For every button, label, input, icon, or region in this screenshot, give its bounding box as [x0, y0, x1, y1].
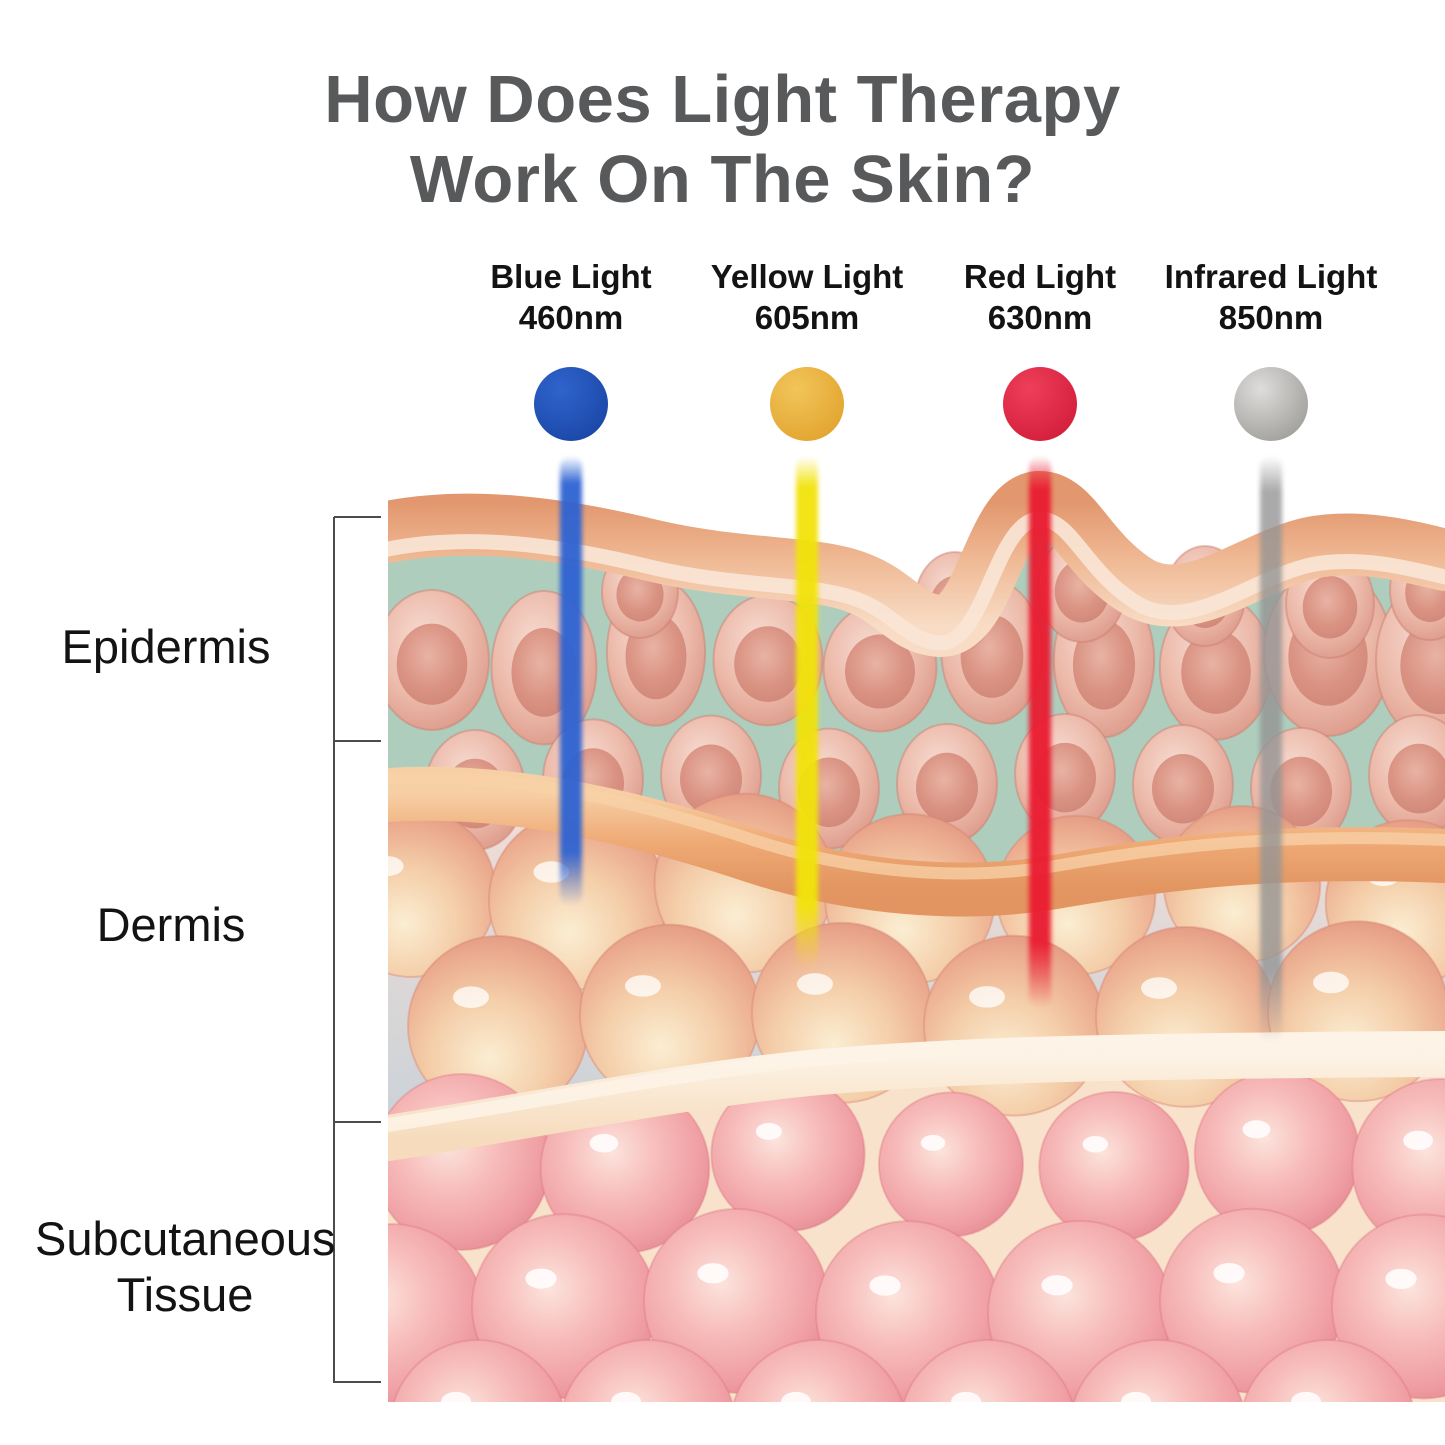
light-name: Infrared Light: [1164, 258, 1378, 295]
label-epidermis: Epidermis: [61, 620, 271, 673]
bracket-tick-top: [334, 516, 381, 518]
bracket-tick-dermis-subcutaneous: [334, 1121, 381, 1123]
light-label-yellow: Yellow Light 605nm: [711, 256, 904, 338]
fascia-band: [388, 1031, 1445, 1161]
label-subcutaneous-tissue: Subcutaneous Tissue: [35, 1212, 336, 1321]
yellow-light-beam: [796, 456, 818, 968]
infrared-light-dot: [1234, 367, 1308, 441]
basement-membrane-band: [388, 766, 1445, 917]
light-name: Red Light: [963, 258, 1117, 295]
light-wavelength: 460nm: [518, 299, 624, 336]
light-wavelength: 605nm: [754, 299, 860, 336]
title-line-1: How Does Light Therapy: [324, 62, 1121, 137]
light-name: Yellow Light: [710, 258, 904, 295]
blue-light-beam: [560, 456, 582, 906]
light-label-infrared: Infrared Light 850nm: [1165, 256, 1378, 338]
infrared-light-beam: [1260, 456, 1282, 1042]
title-line-2: Work On The Skin?: [409, 142, 1036, 217]
light-label-red: Red Light 630nm: [964, 256, 1116, 338]
page-title: How Does Light Therapy Work On The Skin?: [0, 60, 1445, 220]
light-label-blue: Blue Light 460nm: [490, 256, 651, 338]
bracket-tick-epidermis-dermis: [334, 740, 381, 742]
bracket-tick-bottom: [334, 1381, 381, 1383]
light-wavelength: 630nm: [987, 299, 1093, 336]
label-dermis: Dermis: [96, 898, 246, 951]
light-wavelength: 850nm: [1218, 299, 1324, 336]
blue-light-dot: [534, 367, 608, 441]
layer-bracket-line: [333, 517, 335, 1383]
yellow-light-dot: [770, 367, 844, 441]
red-light-dot: [1003, 367, 1077, 441]
red-light-beam: [1029, 456, 1051, 1008]
light-name: Blue Light: [490, 258, 652, 295]
